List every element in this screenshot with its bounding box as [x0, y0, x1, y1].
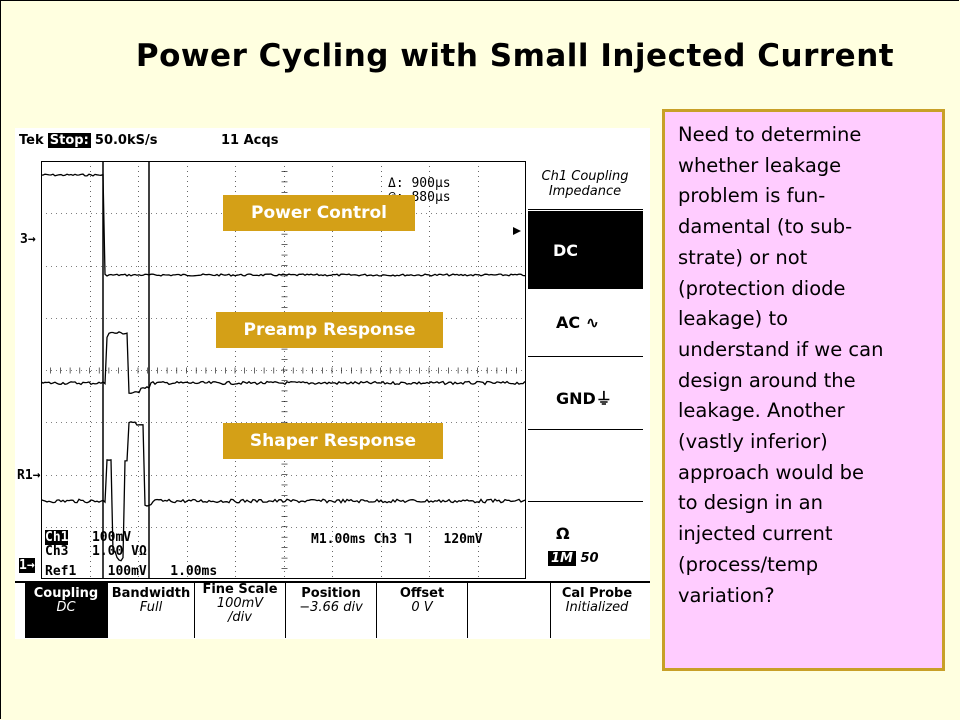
label-power-control: Power Control: [223, 195, 415, 231]
scope-brand: Tek: [19, 133, 44, 148]
coupling-gnd-button[interactable]: GND⏚: [556, 389, 612, 408]
ch3-readout: Ch3 1.00 VΩ: [45, 544, 147, 559]
ref1-marker: R1→: [17, 468, 41, 483]
trace-preamp-response: [41, 331, 526, 394]
label-preamp-response: Preamp Response: [216, 312, 443, 348]
softkey-position[interactable]: Position−3.66 div: [299, 586, 363, 615]
ground-icon: ⏚: [595, 389, 612, 408]
ch3-marker: 3→: [20, 232, 36, 247]
ohm-icon: Ω: [556, 524, 570, 543]
trace-shaper-response: [41, 421, 526, 562]
trace-power-control: [41, 173, 526, 277]
timebase-readout: M1.00ms Ch3 ⅂ 120mV: [311, 532, 483, 547]
impedance-value: 1M 50: [548, 551, 599, 566]
trigger-level-arrow: [513, 227, 521, 235]
scope-graticule: [41, 161, 526, 579]
sample-rate: 50.0kS/s: [94, 133, 158, 148]
acquisition-count: 11 Acqs: [221, 133, 279, 148]
ac-wave-icon: ∿: [585, 313, 600, 332]
run-state-badge: Stop:: [47, 133, 91, 148]
notes-box: Need to determine whether leakage proble…: [662, 109, 945, 671]
coupling-ac-button[interactable]: AC ∿: [556, 313, 600, 332]
coupling-dc-button[interactable]: DC: [528, 211, 643, 289]
ref1-readout: Ref1 100mV 1.00ms: [45, 564, 218, 579]
ch1-readout: Ch1 100mV: [45, 530, 132, 545]
oscilloscope-screenshot: Tek Stop: 50.0kS/s 11 Acqs 3→ R1→ 1→ Δ: …: [15, 128, 650, 639]
notes-text: Need to determine whether leakage proble…: [678, 123, 884, 607]
ch1-marker: 1→: [19, 558, 35, 573]
label-shaper-response: Shaper Response: [223, 423, 443, 459]
impedance-button[interactable]: Ω: [556, 524, 570, 543]
scope-header: Tek Stop: 50.0kS/s: [19, 133, 157, 148]
slide-title: Power Cycling with Small Injected Curren…: [135, 38, 895, 74]
cursor-delta: Δ: 900μs: [388, 176, 451, 191]
